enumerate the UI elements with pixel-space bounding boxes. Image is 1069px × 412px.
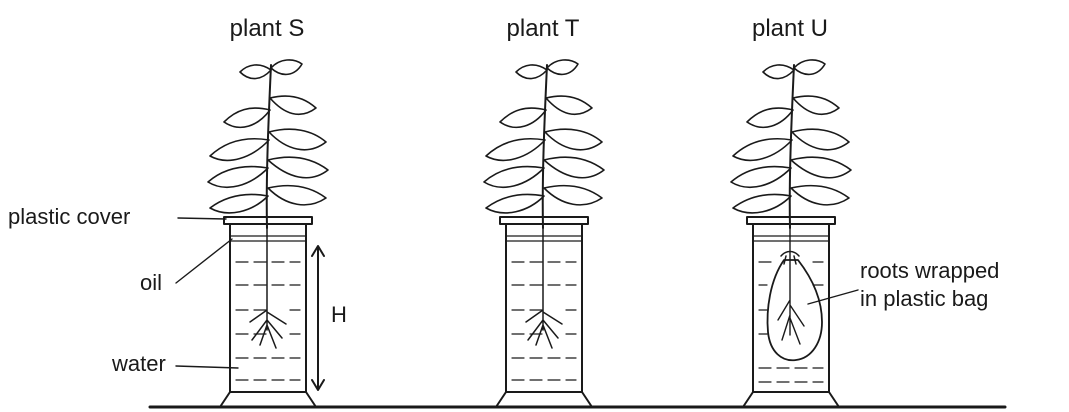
roots-label-line2: in plastic bag xyxy=(860,286,988,311)
plant-s-title: plant S xyxy=(230,15,305,42)
plant-t-title: plant T xyxy=(507,15,580,42)
plant-t-roots xyxy=(526,228,562,348)
water-label: water xyxy=(111,351,166,376)
plant-s-apparatus: H xyxy=(208,60,347,407)
height-label: H xyxy=(331,302,347,327)
roots-label-line1: roots wrapped xyxy=(860,258,999,283)
plant-t-apparatus xyxy=(484,60,604,407)
plant-u-roots xyxy=(778,228,804,344)
plant-t-leaves xyxy=(484,60,604,228)
plant-s-leaves xyxy=(208,60,328,228)
plant-u-leaves xyxy=(731,60,851,228)
plant-u-cylinder xyxy=(743,217,839,407)
water-leader xyxy=(176,366,238,368)
oil-label: oil xyxy=(140,270,162,295)
plant-u-apparatus xyxy=(731,60,851,407)
plastic-cover-leader xyxy=(178,218,226,219)
plant-u-title: plant U xyxy=(752,15,828,42)
plastic-bag xyxy=(768,260,822,360)
plant-s-roots xyxy=(250,228,286,348)
oil-leader xyxy=(176,239,232,283)
plastic-cover-label: plastic cover xyxy=(8,204,130,229)
height-arrow xyxy=(312,246,324,390)
